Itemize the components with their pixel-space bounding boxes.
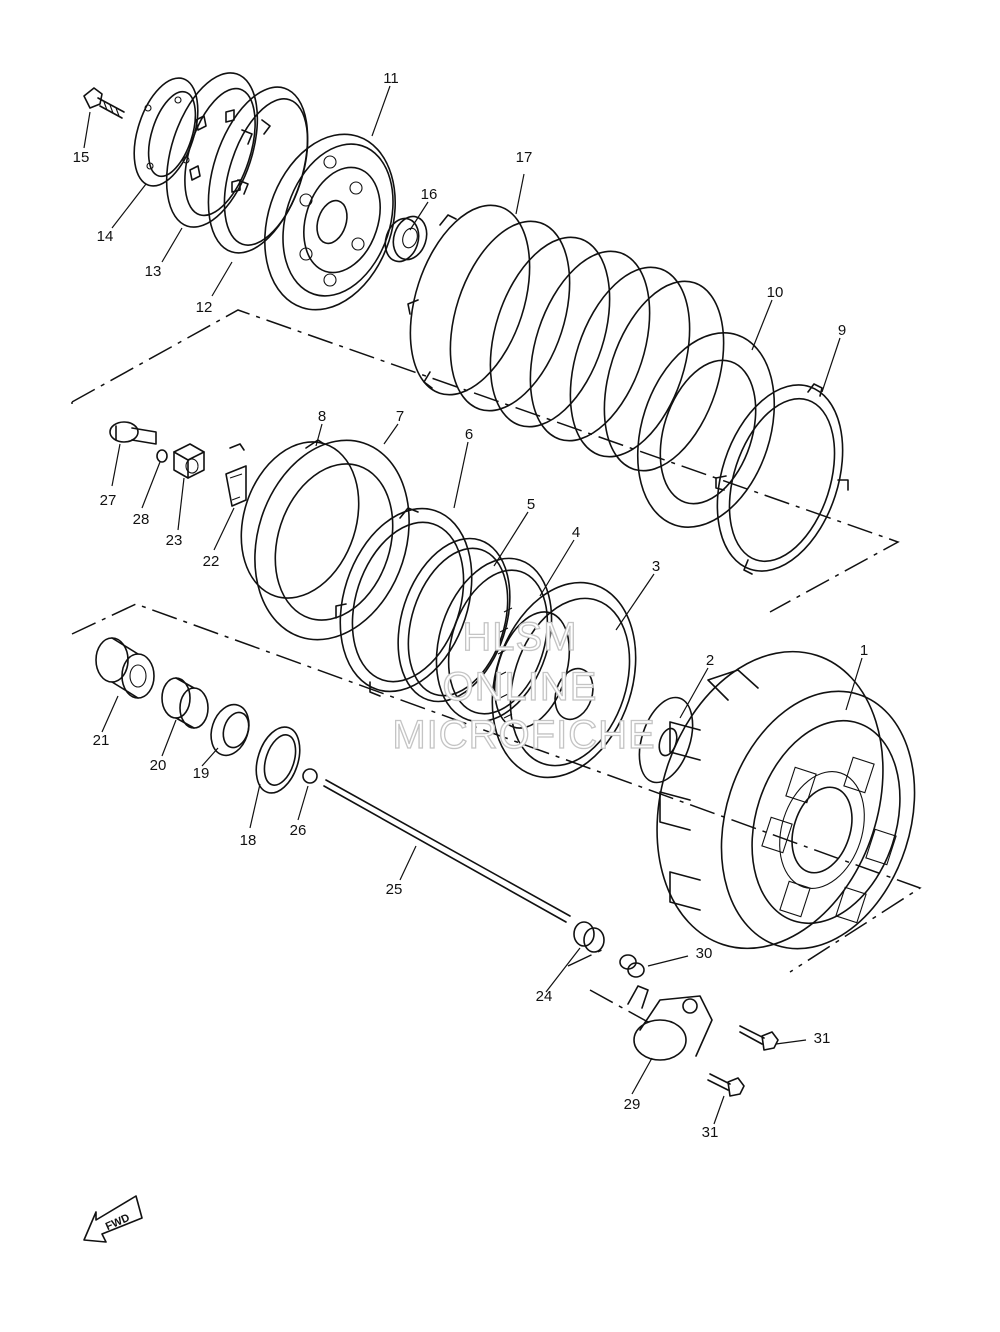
callout-31b: 31	[702, 1124, 719, 1141]
pressure-plate-11	[264, 133, 396, 311]
watermark: HLSM ONLINE MICROFICHE	[392, 614, 656, 757]
seal-19	[210, 703, 250, 757]
bearing-16	[384, 215, 428, 263]
callout-21: 21	[93, 732, 110, 749]
clutch-boss-3	[491, 581, 637, 779]
watermark-line2: ONLINE	[443, 665, 598, 709]
group-box-middle	[71, 603, 922, 973]
leader-lines	[83, 85, 863, 1125]
plate-7	[254, 439, 410, 641]
ball-26	[302, 768, 318, 784]
callout-12: 12	[196, 299, 213, 316]
callout-31a: 31	[814, 1030, 831, 1047]
callout-14: 14	[97, 228, 114, 245]
bolt-15	[83, 87, 125, 119]
callout-2: 2	[706, 652, 714, 669]
callout-1: 1	[860, 642, 868, 659]
plate-13	[165, 72, 259, 228]
plate-12	[207, 86, 309, 254]
fwd-arrow-icon: FWD	[83, 1195, 143, 1243]
callout-8: 8	[318, 408, 326, 425]
pushrod-25	[323, 779, 571, 923]
group-box-bottom	[567, 947, 649, 1023]
callout-3: 3	[652, 558, 660, 575]
friction-plates-17	[407, 204, 725, 472]
watermark-line1: HLSM	[462, 615, 577, 659]
ring-4	[435, 557, 553, 723]
bush-21	[95, 637, 155, 699]
callout-10: 10	[767, 284, 784, 301]
callout-17: 17	[516, 149, 533, 166]
callout-25: 25	[386, 881, 403, 898]
callout-30: 30	[696, 945, 713, 962]
bolt-31a	[739, 1025, 779, 1051]
callout-23: 23	[166, 532, 183, 549]
pushpiece-24	[573, 921, 605, 953]
watermark-line3: MICROFICHE	[392, 713, 655, 757]
callout-22: 22	[203, 553, 220, 570]
washer-18	[255, 726, 301, 794]
fwd-label: FWD	[104, 1212, 132, 1233]
release-cylinder-29	[627, 985, 713, 1061]
bush-20	[161, 677, 209, 729]
plate-9	[715, 383, 849, 575]
callout-7: 7	[396, 408, 404, 425]
callout-5: 5	[527, 496, 535, 513]
callout-26: 26	[290, 822, 307, 839]
clutch-housing-1	[656, 650, 916, 950]
ring-5	[397, 537, 511, 703]
callout-4: 4	[572, 524, 580, 541]
callout-11: 11	[383, 70, 399, 87]
oring-28	[156, 449, 168, 463]
callout-labels: 1 2 3 4 5 6 7 8 9 10 11 12 13 14 15 16 1…	[73, 70, 869, 1141]
lockwasher-22	[225, 443, 247, 507]
callout-19: 19	[193, 765, 210, 782]
callout-16: 16	[421, 186, 438, 203]
callout-29: 29	[624, 1096, 641, 1113]
plate-10	[636, 332, 776, 528]
pin-30	[619, 954, 645, 978]
nut-23	[173, 443, 205, 479]
callout-28: 28	[133, 511, 150, 528]
callout-18: 18	[240, 832, 257, 849]
bolt-31b	[707, 1073, 745, 1097]
bolt-27	[109, 421, 157, 445]
callout-15: 15	[73, 149, 90, 166]
callout-13: 13	[145, 263, 162, 280]
spring-8	[240, 439, 360, 599]
callout-20: 20	[150, 757, 167, 774]
callout-9: 9	[838, 322, 846, 339]
group-box-top	[71, 309, 900, 613]
callout-6: 6	[465, 426, 473, 443]
callout-27: 27	[100, 492, 117, 509]
callout-24: 24	[536, 988, 553, 1005]
